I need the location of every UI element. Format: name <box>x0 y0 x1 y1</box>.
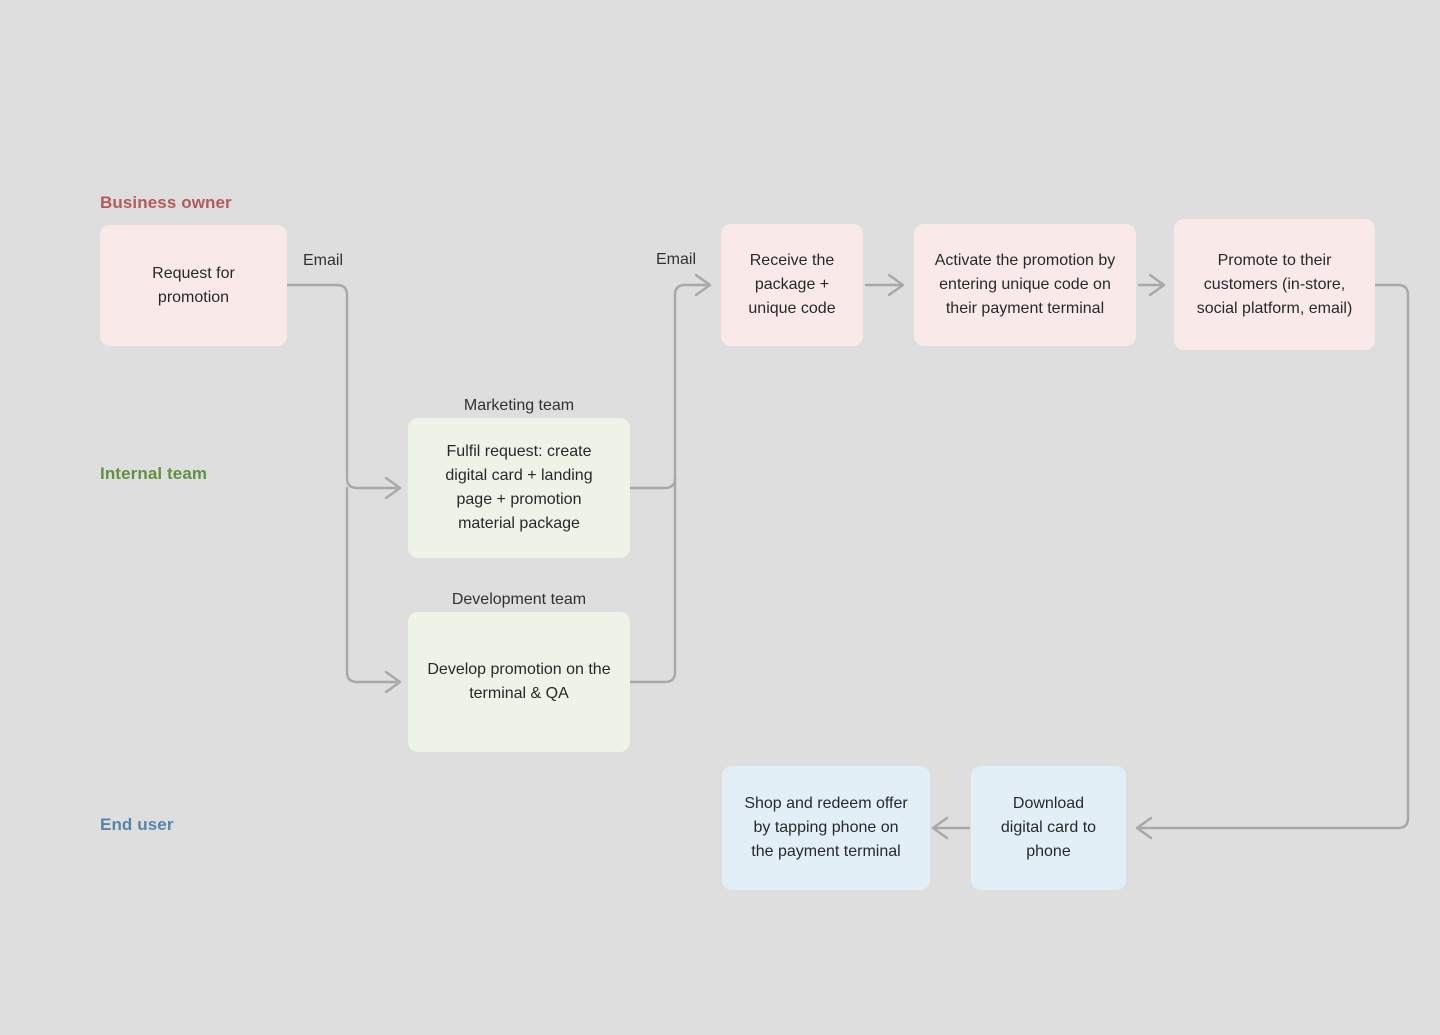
edge-development-to-receive <box>628 476 677 684</box>
group-caption-marketing-team: Marketing team <box>463 397 575 414</box>
node-activate-promotion[interactable]: Activate the promotion by entering uniqu… <box>914 224 1136 346</box>
edge-request-to-development <box>345 486 398 684</box>
node-shop-and-redeem-label: Shop and redeem offer by tapping phone o… <box>744 795 908 860</box>
node-receive-package[interactable]: Receive the package + unique code <box>721 224 863 346</box>
arrowhead-to-marketing <box>384 476 402 500</box>
node-develop-promotion[interactable]: Develop promotion on the terminal & QA <box>408 612 630 752</box>
lane-label-internal-team: Internal team <box>100 464 208 483</box>
arrowhead-receive-to-activate <box>887 273 905 297</box>
arrowhead-download-to-shop <box>931 816 949 840</box>
edge-request-to-marketing <box>285 283 398 490</box>
edge-label-email-request: Email <box>303 252 344 269</box>
arrowhead-to-development <box>384 670 402 694</box>
node-receive-package-label: Receive the package + unique code <box>748 252 836 317</box>
node-develop-promotion-label: Develop promotion on the terminal & QA <box>427 661 611 702</box>
node-request-for-promotion[interactable]: Request for promotion <box>100 225 287 346</box>
lane-label-end-user: End user <box>100 815 174 834</box>
node-fulfil-request-label: Fulfil request: create digital card + la… <box>445 443 593 532</box>
arrowhead-to-receive <box>694 273 712 297</box>
arrowhead-promote-to-download <box>1135 816 1153 840</box>
node-download-digital-card[interactable]: Download digital card to phone <box>971 766 1126 890</box>
node-promote-to-customers-label: Promote to their customers (in-store, so… <box>1196 251 1353 317</box>
node-fulfil-request[interactable]: Fulfil request: create digital card + la… <box>408 418 630 558</box>
edge-marketing-to-receive <box>628 283 711 490</box>
node-request-for-promotion-label: Request for promotion <box>152 264 235 306</box>
arrowhead-activate-to-promote <box>1148 273 1166 297</box>
edge-promote-to-download <box>1136 283 1410 830</box>
edge-label-email-package: Email <box>656 251 697 268</box>
node-shop-and-redeem[interactable]: Shop and redeem offer by tapping phone o… <box>722 766 930 890</box>
node-download-digital-card-label: Download digital card to phone <box>1000 795 1097 860</box>
group-caption-development-team: Development team <box>451 591 587 608</box>
node-promote-to-customers[interactable]: Promote to their customers (in-store, so… <box>1174 219 1375 350</box>
node-activate-promotion-label: Activate the promotion by entering uniqu… <box>934 252 1116 317</box>
lane-label-business-owner: Business owner <box>100 193 232 212</box>
